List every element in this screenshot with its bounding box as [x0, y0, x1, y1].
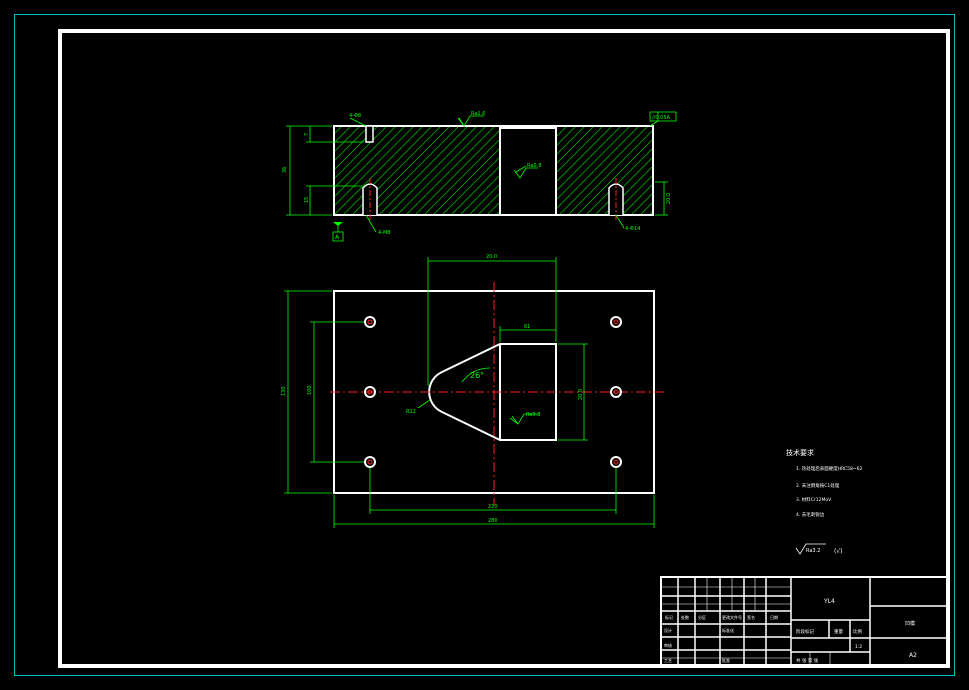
row-label-signature: 签名 — [747, 614, 755, 620]
hole-callout-bottom-right: 4-Φ14 — [625, 226, 640, 232]
section-pocket — [499, 127, 557, 216]
outer-frame — [14, 14, 955, 676]
dim-lower-depth: 15 — [304, 197, 310, 203]
other-roughness: (√) — [834, 548, 843, 555]
weight-label: 重量 — [834, 628, 843, 635]
dim-height-inner: 100 — [307, 385, 313, 395]
hole-callout-bottom-left: 4-M8 — [378, 230, 390, 236]
plan-pocket-roughness: Ra0.8 — [526, 412, 540, 418]
role-process: 工艺 — [664, 658, 672, 663]
section-hatch-left — [334, 126, 500, 215]
sheet-count-label: 共 张 第 张 — [796, 657, 819, 664]
drawing-code: YL4 — [823, 598, 835, 605]
section-view: Ra1.6 //0.05A Ra0.8 A 36 7 15 20.0 4-Φ8 … — [282, 111, 677, 242]
die-opening-profile — [428, 343, 557, 441]
dim-height-outer: 130 — [281, 386, 287, 396]
dim-pocket-width: 61 — [524, 324, 530, 330]
section-outline — [333, 125, 654, 216]
datum-label: A — [335, 234, 340, 241]
role-approve: 批准 — [722, 657, 730, 663]
general-roughness: Ra3.2 — [806, 548, 820, 554]
note-item-3: 3. 材料Cr12MoV — [796, 496, 832, 503]
section-hatch-right — [556, 126, 653, 215]
scale-label: 比例 — [853, 628, 862, 635]
technical-notes: 技术要求 1. 热处理后表面硬度HRC58~62 2. 未注倒角按C1处理 3.… — [786, 448, 863, 555]
dim-pocket-height: 20.0 — [578, 389, 584, 400]
drawing-border — [58, 29, 950, 668]
title-block: YL4 凹模 A2 阶段标记 重量 比例 1:2 共 张 第 张 标记 处数 分… — [660, 576, 949, 667]
scale-value: 1:2 — [855, 644, 862, 650]
stage-mark-label: 阶段标记 — [796, 628, 814, 635]
angle-label: 26° — [470, 371, 484, 380]
plan-view: 20.0 61 20.0 26° R12 Ra0.8 130 100 220 2… — [281, 254, 664, 528]
flatness-tolerance-label: //0.05A — [652, 115, 671, 121]
hole-callout-top: 4-Φ8 — [349, 113, 361, 119]
section-hole-top — [365, 125, 374, 143]
radius-label: R12 — [406, 409, 416, 415]
row-label-mark: 标记 — [665, 614, 673, 620]
note-item-2: 2. 未注倒角按C1处理 — [796, 482, 840, 489]
dim-upper-depth: 7 — [304, 133, 310, 136]
role-review: 审核 — [664, 642, 672, 648]
sheet-size: A2 — [909, 652, 917, 659]
role-standard: 标准化 — [722, 627, 734, 633]
mounting-holes — [364, 316, 622, 468]
dim-right-height: 20.0 — [666, 193, 672, 204]
dim-total-height: 36 — [282, 167, 288, 173]
row-label-zone: 分区 — [698, 614, 706, 620]
surface-roughness-label: Ra1.6 — [471, 111, 485, 117]
note-item-1: 1. 热处理后表面硬度HRC58~62 — [796, 465, 863, 472]
dim-overall-width: 280 — [488, 518, 498, 524]
notes-heading: 技术要求 — [786, 448, 814, 457]
dim-opening-width: 20.0 — [486, 254, 497, 260]
part-name: 凹模 — [905, 620, 915, 627]
row-label-change: 更改文件号 — [722, 614, 742, 620]
note-item-4: 4. 去毛刺锐边 — [796, 511, 825, 518]
dim-hole-span: 220 — [488, 504, 498, 510]
row-label-count: 处数 — [681, 614, 689, 620]
pocket-roughness-label: Ra0.8 — [527, 163, 541, 169]
row-label-date: 日期 — [770, 614, 778, 620]
role-design: 设计 — [664, 627, 672, 633]
